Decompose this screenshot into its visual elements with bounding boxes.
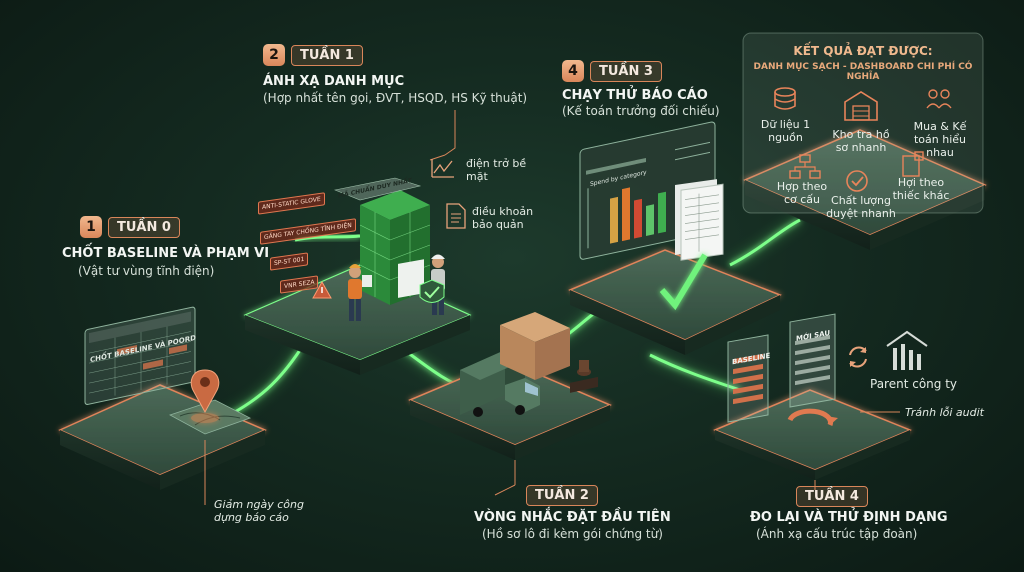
- warehouse-icon: [844, 91, 878, 121]
- results-title: KẾT QUẢ ĐẠT ĐƯỢC:: [793, 44, 933, 58]
- platform-week4: [713, 313, 928, 490]
- stage-header-week3: 4 TUẦN 3: [562, 60, 662, 82]
- result-item: Hợp theo cơ cấu: [776, 180, 828, 206]
- result-item: Kho tra hồ sơ nhanh: [832, 128, 890, 154]
- week-badge: TUẦN 0: [108, 216, 180, 238]
- week-badge: TUẦN 3: [590, 60, 662, 82]
- stage-title: VÒNG NHẮC ĐẶT ĐẦU TIÊN: [474, 510, 671, 525]
- org-chart-icon: [789, 154, 821, 179]
- refresh-icon: [787, 408, 838, 426]
- stage-note: điện trở bề mặt: [466, 157, 527, 183]
- quality-badge-icon: [846, 170, 868, 192]
- parent-company-label: Parent công ty: [870, 377, 958, 391]
- people-money-icon: [926, 89, 952, 109]
- stage-header-week4: TUẦN 4: [796, 486, 868, 507]
- platform-week3: [568, 121, 782, 355]
- sync-icon: [849, 346, 867, 368]
- stage-title: CHỐT BASELINE VÀ PHẠM VI: [62, 246, 270, 261]
- warning-icon: [312, 280, 332, 299]
- week-badge: TUẦN 1: [291, 44, 363, 66]
- location-pin-icon: [190, 369, 220, 423]
- worker-figure: [348, 264, 372, 321]
- stage-header-week2: TUẦN 2: [526, 485, 598, 506]
- company-building-icon: [886, 330, 928, 370]
- stage-subtitle: (Vật tư vùng tĩnh điện): [78, 264, 215, 278]
- stamp-icon: [570, 360, 598, 393]
- stage-subtitle: (Ánh xạ cấu trúc tập đoàn): [756, 527, 918, 541]
- stage-header-week1: 2 TUẦN 1: [263, 44, 363, 66]
- platform-week1: [243, 110, 472, 375]
- stage-header-week0: 1 TUẦN 0: [80, 216, 180, 238]
- stage-subtitle: (Hồ sơ lô đi kèm gói chứng từ): [482, 527, 663, 541]
- stage-note: Tránh lỗi audit: [905, 406, 984, 419]
- stage-note: điều khoản bảo quản: [472, 205, 534, 231]
- results-platform: [742, 32, 987, 250]
- database-icon: [774, 87, 796, 110]
- step-number: 2: [263, 44, 285, 66]
- stage-title: ĐO LẠI VÀ THỬ ĐỊNH DẠNG: [750, 510, 948, 525]
- document-icon: [446, 203, 466, 229]
- week-badge: TUẦN 4: [796, 486, 868, 507]
- stage-subtitle: (Kế toán trưởng đối chiếu): [562, 104, 720, 118]
- stage-title: ÁNH XẠ DANH MỤC: [263, 74, 405, 89]
- stage-note: Giảm ngày công dựng báo cáo: [214, 498, 304, 524]
- platform-week2: [408, 312, 612, 496]
- week-badge: TUẦN 2: [526, 485, 598, 506]
- shield-check-icon: [419, 279, 445, 303]
- result-item: Dữ liệu 1 nguồn: [760, 118, 811, 144]
- stamp-document-icon: [902, 151, 924, 177]
- result-item: Mua & Kế toán hiểu nhau: [913, 120, 967, 159]
- checkmark-icon: [659, 253, 708, 311]
- results-subtitle: DANH MỤC SẠCH - DASHBOARD CHI PHÍ CÓ NGH…: [753, 62, 973, 82]
- step-number: 1: [80, 216, 102, 238]
- step-number: 4: [562, 60, 584, 82]
- stage-subtitle: (Hợp nhất tên gọi, ĐVT, HSQD, HS Kỹ thuậ…: [263, 91, 528, 105]
- chart-wave-icon: [431, 159, 454, 178]
- result-item: Chất lượng duyệt nhanh: [826, 194, 896, 220]
- platform-week0: [58, 306, 267, 505]
- result-item: Hợi theo thiếc khác: [892, 176, 950, 202]
- package-box: [500, 312, 570, 380]
- stage-title: CHẠY THỬ BÁO CÁO: [562, 88, 708, 103]
